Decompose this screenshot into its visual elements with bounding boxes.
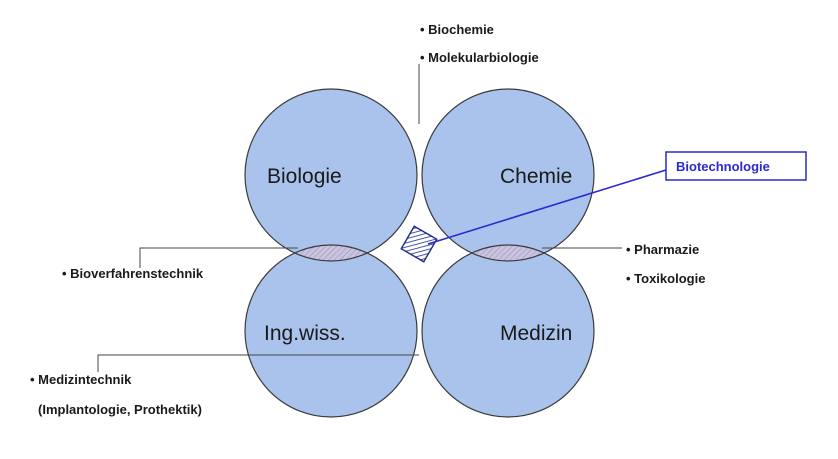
- annotation-bottom-left-1: • Medizintechnik: [30, 372, 132, 387]
- annotation-top-1: • Biochemie: [420, 22, 494, 37]
- circle-medizin: [422, 245, 594, 417]
- callout-label: Biotechnologie: [676, 159, 770, 174]
- annotation-right-1: • Pharmazie: [626, 242, 699, 257]
- label-biologie: Biologie: [267, 165, 342, 188]
- circle-ingwiss: [245, 245, 417, 417]
- label-medizin: Medizin: [500, 322, 572, 345]
- annotation-right-2: • Toxikologie: [626, 271, 705, 286]
- callout-line: [427, 169, 667, 245]
- leader-line-left: [139, 247, 298, 268]
- biotechnologie-center: [400, 225, 438, 263]
- callout-biotechnologie: Biotechnologie: [665, 151, 807, 181]
- annotation-top-2: • Molekularbiologie: [420, 50, 539, 65]
- leader-line-bottom-left: [97, 354, 419, 372]
- circle-chemie-outline: [421, 88, 595, 262]
- circle-medizin-outline: [421, 244, 595, 418]
- annotation-left: • Bioverfahrenstechnik: [62, 266, 204, 281]
- label-ingwiss: Ing.wiss.: [264, 322, 346, 345]
- circle-ingwiss-outline: [244, 244, 418, 418]
- label-chemie: Chemie: [500, 165, 572, 188]
- annotation-bottom-left-2: (Implantologie, Prothektik): [38, 402, 202, 417]
- circle-chemie: [422, 89, 594, 261]
- circle-biologie: [245, 89, 417, 261]
- circle-biologie-outline: [244, 88, 418, 262]
